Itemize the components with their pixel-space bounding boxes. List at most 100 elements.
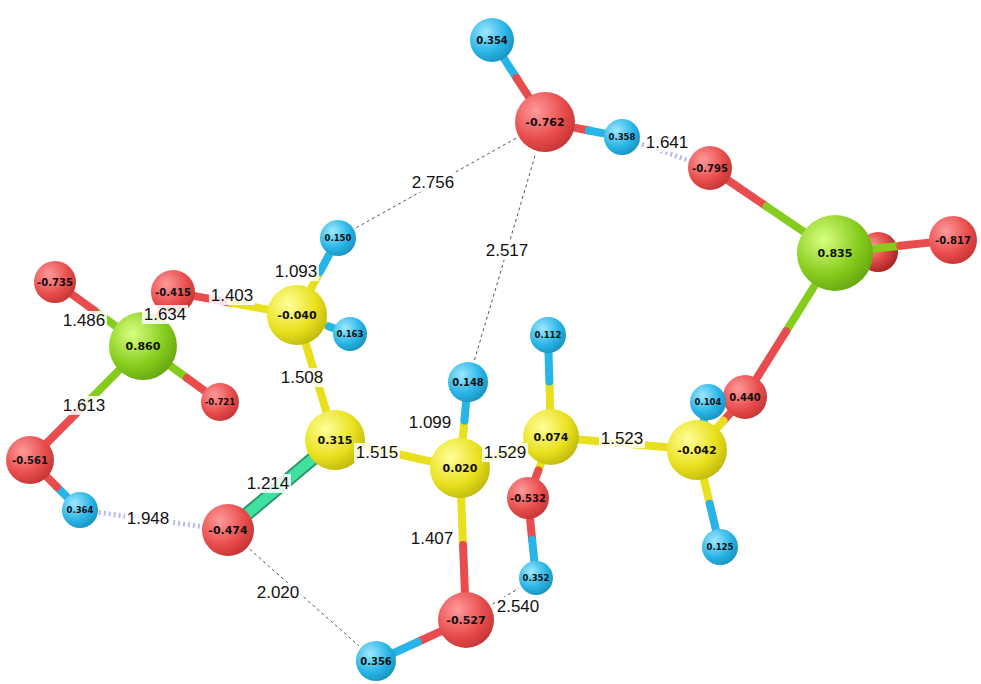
atom-sphere: -0.721 [201, 383, 239, 421]
bond-line [356, 138, 516, 228]
charge-label: 0.163 [337, 329, 364, 339]
atom-sphere: 0.354 [470, 18, 514, 62]
bond [548, 351, 550, 412]
bond-line [70, 293, 94, 310]
charge-label: 0.074 [534, 431, 569, 444]
bond [45, 368, 121, 445]
atom-sphere: 0.440 [723, 375, 767, 419]
atom-sphere: -0.040 [267, 285, 327, 345]
charge-label: 0.860 [126, 340, 161, 353]
charge-label: -0.817 [935, 235, 971, 246]
bond-length: 1.529 [482, 443, 529, 462]
bond-line [392, 642, 417, 654]
atom-sphere: 0.074 [523, 409, 579, 465]
charge-label: 0.125 [707, 542, 734, 552]
bond-length: 1.403 [209, 286, 256, 305]
charge-label: -0.561 [12, 455, 48, 466]
charge-label: 0.112 [535, 330, 562, 340]
bond-line [398, 454, 434, 462]
charge-label: 0.315 [318, 434, 353, 447]
charge-label: -0.735 [37, 277, 73, 288]
bond [392, 630, 443, 653]
bond-length: 1.093 [273, 262, 320, 281]
bond-length: 1.613 [61, 396, 108, 415]
atom-sphere: -0.561 [6, 436, 54, 484]
bond-length: 1.948 [125, 509, 172, 528]
charge-label: 0.148 [452, 377, 484, 388]
bond-line [320, 252, 330, 271]
atom-sphere: 0.358 [604, 119, 640, 155]
charge-label: 0.354 [476, 35, 508, 46]
bond [755, 282, 816, 380]
atom-sphere: -0.042 [667, 420, 727, 480]
atom-sphere: 0.150 [320, 220, 356, 256]
atom-sphere: 0.356 [356, 641, 396, 681]
bond [250, 549, 359, 646]
bond [530, 517, 535, 563]
bond [535, 461, 542, 481]
bond [503, 57, 531, 100]
bond-line [900, 242, 931, 245]
charge-label: 0.358 [609, 132, 636, 142]
bond-length: 1.508 [279, 368, 326, 387]
charge-label: 0.440 [729, 392, 761, 403]
bond-line [463, 545, 465, 595]
bond-length: 2.517 [484, 241, 531, 260]
bond-line [532, 540, 534, 563]
atom-sphere: -0.735 [34, 261, 76, 303]
atom-sphere: -0.474 [202, 504, 254, 556]
bond-line [475, 154, 536, 360]
charge-label: -0.042 [677, 444, 716, 457]
atom-sphere: 0.125 [702, 529, 738, 565]
atom-sphere: 0.364 [62, 492, 98, 528]
atom-sphere: 0.835 [797, 215, 873, 291]
bond-line [187, 378, 206, 392]
bond-line [250, 549, 359, 646]
bond-length: 1.214 [245, 474, 292, 493]
charge-label: 0.835 [818, 247, 853, 260]
charge-label: -0.721 [205, 397, 235, 407]
bond-length: 1.523 [599, 429, 646, 448]
atom-sphere: -0.762 [515, 92, 575, 152]
bond-line [710, 504, 717, 531]
atom-sphere: -0.527 [438, 592, 494, 648]
bond-line [464, 400, 466, 421]
bond-line [869, 246, 900, 249]
bond [726, 179, 806, 234]
bond-line [755, 331, 786, 380]
charge-label: 0.356 [360, 656, 392, 667]
bond-line [418, 630, 443, 642]
atom-sphere: 0.112 [530, 317, 566, 353]
bond [475, 154, 536, 360]
bond-line [544, 351, 553, 381]
bond [356, 138, 516, 228]
bond [45, 475, 68, 498]
bond-line [545, 382, 554, 412]
charge-label: 0.104 [695, 397, 722, 407]
charge-label: -0.762 [525, 116, 564, 129]
charge-label: -0.040 [277, 309, 316, 322]
bond [168, 364, 206, 392]
bond-length: 1.515 [354, 443, 401, 462]
bond-length: 2.020 [255, 583, 302, 602]
atom-sphere: 0.352 [519, 561, 553, 595]
atom-sphere: 0.163 [333, 317, 367, 351]
bond-line [726, 179, 766, 206]
charge-label: -0.527 [446, 614, 485, 627]
bond [572, 127, 607, 134]
bond-length: 1.641 [644, 133, 691, 152]
charge-label: -0.474 [208, 524, 247, 537]
atom-sphere: 0.104 [690, 384, 726, 420]
atom-sphere: -0.532 [507, 477, 549, 519]
bond [463, 400, 467, 441]
bond-length: 1.634 [142, 305, 189, 324]
bond-line [767, 206, 807, 233]
charge-label: -0.532 [510, 493, 546, 504]
bond [461, 495, 465, 595]
bond [869, 242, 932, 249]
bond-line [461, 495, 463, 545]
atom-sphere: 0.148 [448, 362, 488, 402]
charge-label: -0.415 [155, 287, 191, 298]
bond-length: 1.486 [61, 311, 108, 330]
